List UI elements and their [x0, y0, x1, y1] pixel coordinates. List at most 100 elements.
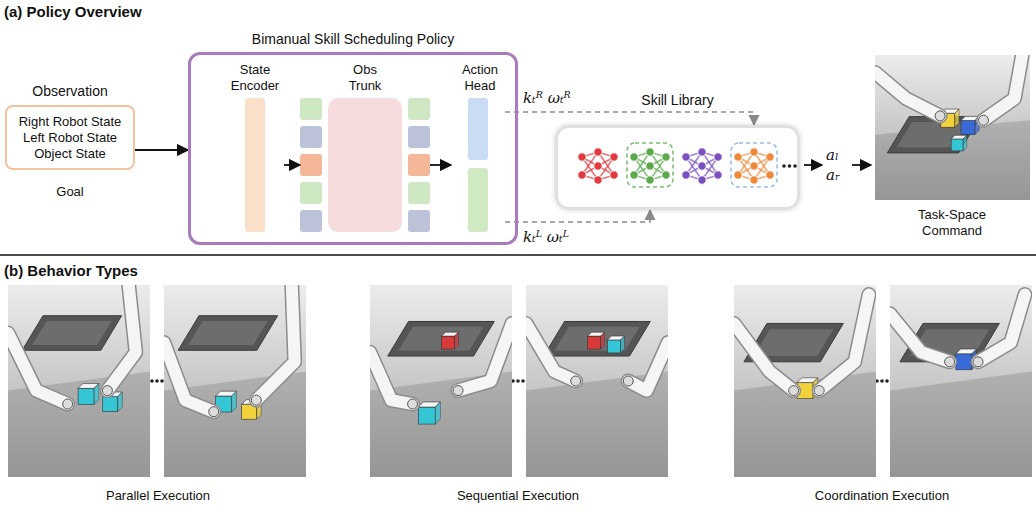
robot-scene — [526, 285, 668, 477]
network-icon — [682, 148, 722, 184]
network-node — [594, 162, 602, 170]
network-icon — [734, 148, 774, 184]
token-square — [300, 154, 322, 176]
flow-arrow — [430, 164, 451, 166]
network-node — [594, 176, 602, 184]
scene-background — [890, 285, 1032, 477]
network-node — [646, 176, 654, 184]
input-label: Goal — [40, 184, 100, 200]
tray — [178, 316, 277, 351]
network-node — [682, 171, 690, 179]
robot-arm-outline — [875, 72, 940, 116]
gripper — [453, 386, 463, 396]
box-text: Object State — [34, 146, 106, 162]
divider-line — [0, 254, 1036, 256]
dashed-connector — [505, 210, 650, 222]
scene-floor — [734, 371, 876, 477]
robot-arm — [734, 323, 794, 390]
tray — [22, 316, 121, 351]
network-node — [662, 171, 670, 179]
scene-floor — [890, 371, 1032, 477]
robot-scene — [890, 285, 1032, 477]
token-square — [408, 126, 430, 148]
action-head-block: Action Head — [451, 62, 505, 237]
robot-arm — [458, 323, 512, 390]
robot-arm-outline — [107, 285, 135, 391]
robot-scene — [370, 285, 512, 477]
robot-arm — [107, 285, 135, 391]
cube — [78, 384, 99, 405]
scene-background — [875, 55, 1030, 200]
tray-inner — [554, 327, 639, 351]
cube — [951, 135, 967, 151]
policy-box: State EncoderObs TrunkAction HeadBimanua… — [188, 52, 518, 245]
cube — [442, 332, 459, 349]
image-caption: Task-Space Command — [902, 207, 1002, 239]
robot-arm — [890, 314, 950, 362]
robot-arm — [819, 295, 869, 391]
network-node — [766, 153, 774, 161]
ellipsis-dot — [782, 164, 786, 168]
network-node — [646, 162, 654, 170]
ellipsis-dot — [521, 379, 525, 383]
robot-arm — [875, 72, 940, 116]
robot-arm — [8, 333, 68, 404]
network-node — [630, 153, 638, 161]
section-heading: (b) Behavior Types — [4, 262, 224, 280]
tray-inner — [188, 321, 268, 345]
gripper — [251, 395, 261, 405]
gripper — [408, 399, 418, 409]
block-label: Obs Trunk — [336, 62, 394, 94]
network-node — [734, 153, 742, 161]
network-icon — [630, 148, 670, 184]
scene-background — [526, 285, 668, 477]
cube — [588, 332, 605, 349]
robot-scene — [734, 285, 876, 477]
encoder-block: State Encoder — [226, 62, 284, 237]
robot-arm-outline — [8, 333, 68, 404]
robot-arm-outline — [984, 55, 1023, 120]
scene-background — [8, 285, 150, 477]
network-node — [714, 153, 722, 161]
gripper — [973, 357, 983, 367]
trunk-block — [328, 98, 402, 232]
highlight-box — [627, 143, 673, 187]
network-node — [662, 153, 670, 161]
robot-arm-outline — [628, 343, 668, 391]
flow-arrow — [135, 149, 188, 151]
gripper — [935, 111, 945, 121]
robot-arm-outline — [734, 323, 794, 390]
token-square — [300, 182, 322, 204]
skill-library-box: Skill Library — [555, 125, 800, 210]
network-node — [610, 171, 618, 179]
action-symbol: aₗ — [826, 146, 850, 164]
network-node — [766, 171, 774, 179]
robot-arm-outline — [978, 295, 1025, 362]
edge-label: kₜᴸ ωₜᴸ — [521, 228, 571, 246]
ellipsis-dot — [880, 379, 884, 383]
scene-background — [164, 285, 306, 477]
token-square — [300, 210, 322, 232]
flow-arrow — [284, 164, 300, 166]
tray-inner — [32, 321, 112, 345]
cube — [418, 402, 440, 424]
token-square — [300, 98, 322, 120]
token-square — [408, 98, 430, 120]
encoder-bar — [245, 98, 265, 232]
box-heading: Observation — [0, 83, 193, 99]
scene-background — [734, 285, 876, 477]
flow-arrow — [804, 164, 822, 166]
tray-inner — [754, 329, 834, 356]
gripper — [979, 115, 989, 125]
tray — [887, 117, 980, 153]
network-node — [594, 148, 602, 156]
tray — [388, 321, 495, 356]
gripper — [945, 357, 955, 367]
scene-floor — [875, 120, 1030, 200]
network-node — [630, 171, 638, 179]
image-caption: Coordination Execution — [772, 488, 992, 504]
robot-arm-outline — [526, 323, 576, 381]
ellipsis-dot — [788, 164, 792, 168]
image-caption: Sequential Execution — [418, 488, 618, 504]
network-node — [682, 153, 690, 161]
